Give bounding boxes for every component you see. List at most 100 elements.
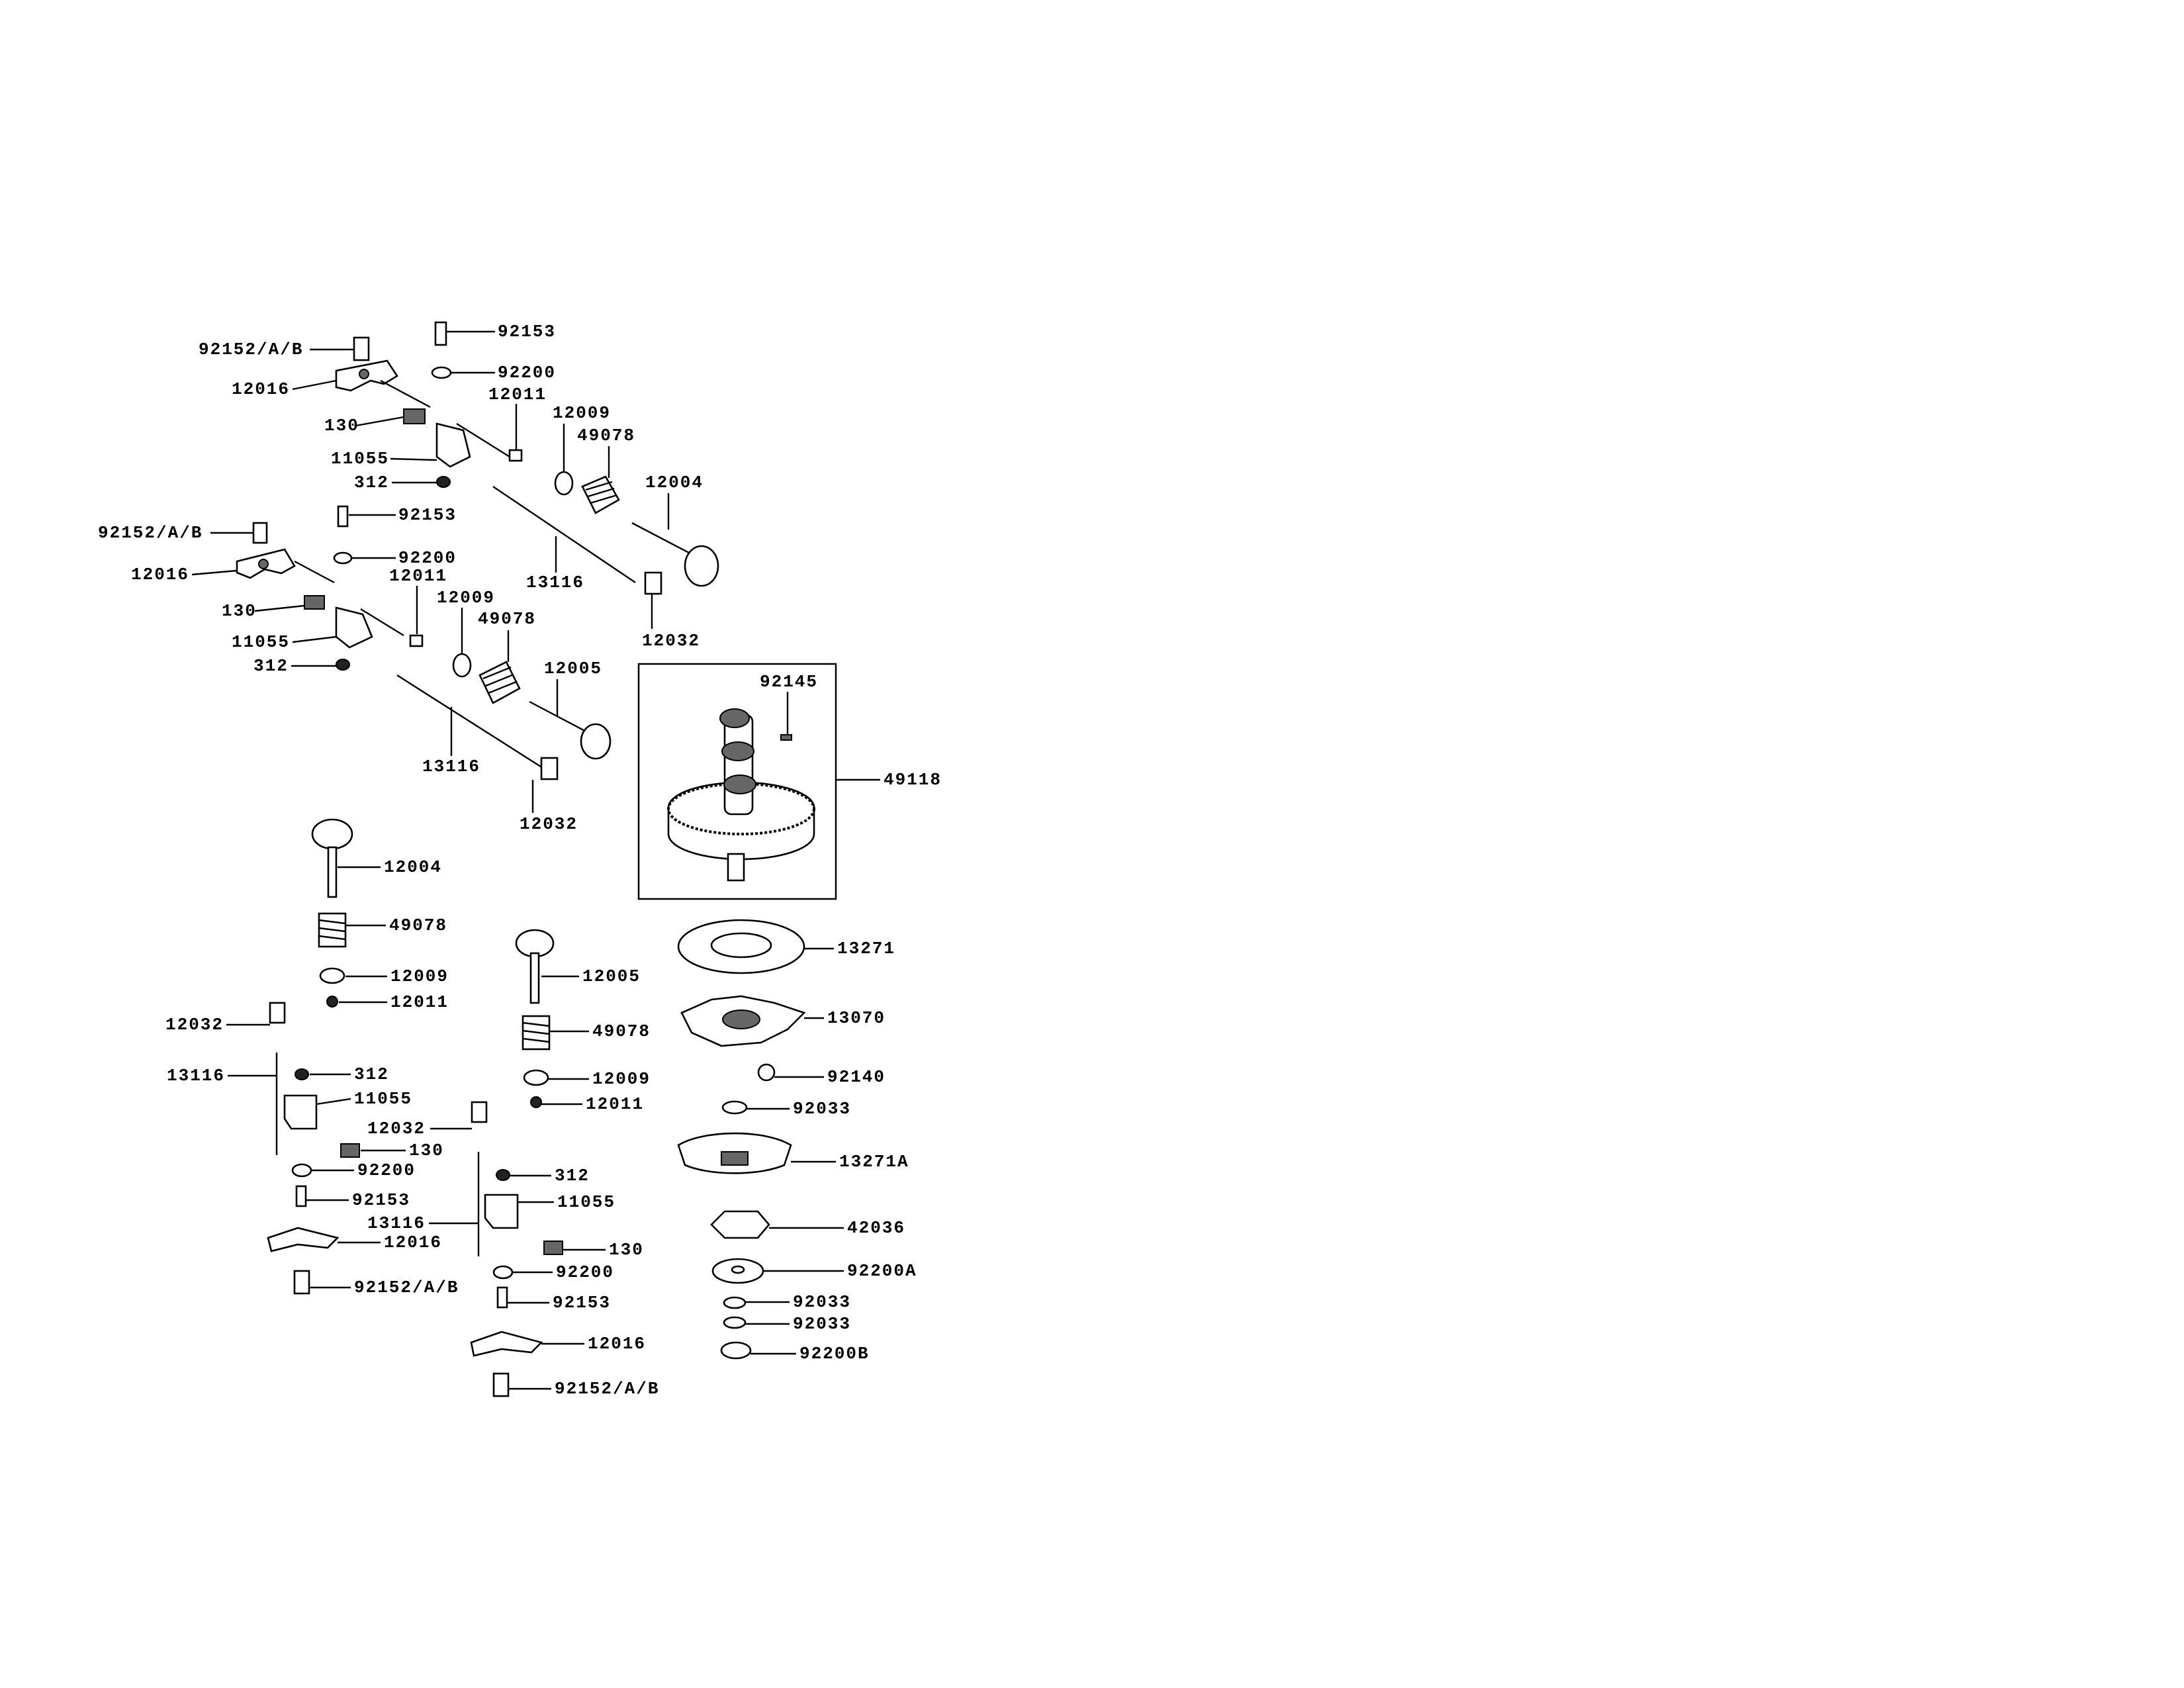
callout-12032: 12032 <box>642 594 699 651</box>
callout-11055: 11055 <box>232 632 337 652</box>
bolt-130-low <box>340 1143 360 1158</box>
spring-coils <box>318 919 346 941</box>
washer-92200-upper <box>431 366 452 379</box>
guide-11055-low <box>283 1094 318 1130</box>
part-number-label: 12032 <box>367 1119 426 1139</box>
callout-11055: 11055 <box>518 1192 614 1212</box>
part-number-label: 12032 <box>165 1015 224 1035</box>
leader-line <box>292 379 337 391</box>
guide-11055-mid <box>335 606 373 649</box>
camshaft-box <box>637 663 837 900</box>
leader-line <box>191 569 238 576</box>
pivot-nut-92152-low2 <box>492 1372 510 1397</box>
part-number-label: 12004 <box>645 473 704 492</box>
callout-130: 130 <box>563 1240 643 1260</box>
nut-312-low <box>295 1068 309 1080</box>
cap-12011-mid <box>409 634 424 647</box>
callout-12011: 12011 <box>488 385 547 450</box>
part-number-label: 12004 <box>384 857 442 877</box>
part-number-label: 13116 <box>526 573 584 592</box>
cap-12011-low2 <box>530 1096 542 1108</box>
part-number-label: 11055 <box>331 449 389 469</box>
callout-12005: 12005 <box>541 966 639 986</box>
callout-312: 312 <box>253 656 336 676</box>
gear-teeth <box>667 782 815 835</box>
leader-line <box>355 416 404 427</box>
part-number-label: 92153 <box>553 1293 611 1313</box>
part-number-label: 12009 <box>390 966 449 986</box>
governor-stack <box>677 919 806 1360</box>
washer-92200-mid <box>333 551 353 565</box>
part-number-label: 312 <box>555 1166 590 1186</box>
callout-13271a: 13271A <box>791 1152 909 1172</box>
retainer-12009-low <box>319 967 345 984</box>
callout-12016: 12016 <box>232 379 337 399</box>
callout-312: 312 <box>354 473 437 492</box>
callout-12032: 12032 <box>520 780 578 834</box>
part-number-label: 130 <box>409 1141 444 1160</box>
callout-92152-a-b: 92152/A/B <box>98 523 253 543</box>
callout-49078: 49078 <box>345 915 447 935</box>
part-number-label: 130 <box>324 416 359 436</box>
part-number-label: 312 <box>354 1064 389 1084</box>
callout-92153: 92153 <box>349 505 455 525</box>
callout-12011: 12011 <box>339 992 449 1012</box>
callout-12032: 12032 <box>367 1119 472 1139</box>
part-number-label: 12032 <box>520 814 578 834</box>
part-number-label: 13070 <box>827 1008 886 1028</box>
part-number-label: 12011 <box>389 566 447 586</box>
tappet-12032-low <box>269 1002 286 1024</box>
callout-312: 312 <box>510 1166 590 1186</box>
part-number-label: 12009 <box>437 588 495 608</box>
callout-13116: 13116 <box>167 1066 277 1086</box>
part-number-label: 92145 <box>760 672 818 692</box>
stud-92153-mid <box>337 505 349 528</box>
callout-12011: 12011 <box>389 566 447 634</box>
plate-center <box>710 932 772 959</box>
spring-coils <box>482 666 517 694</box>
part-number-label: 13271A <box>839 1152 909 1172</box>
part-number-label: 92140 <box>827 1067 886 1087</box>
holder-hub <box>722 1009 760 1029</box>
spring-49078-upper <box>581 475 620 514</box>
callout-12004: 12004 <box>338 857 442 877</box>
part-number-label: 12011 <box>586 1094 644 1114</box>
part-number-label: 13271 <box>837 939 895 959</box>
tappet-12032-upper <box>644 571 662 595</box>
washer-hole <box>731 1265 745 1274</box>
callout-49078: 49078 <box>549 1021 649 1041</box>
callout-49078: 49078 <box>577 426 634 478</box>
pivot-nut-92152-mid <box>252 522 268 544</box>
spring-92145 <box>780 734 792 741</box>
part-number-label: 12011 <box>390 992 449 1012</box>
callout-12016: 12016 <box>541 1334 645 1354</box>
rocker-pivot-hole <box>359 369 369 379</box>
leader-line <box>390 457 437 461</box>
part-number-label: 12011 <box>488 385 547 404</box>
callout-11055: 11055 <box>316 1089 412 1109</box>
callout-49118: 49118 <box>836 770 940 790</box>
part-number-label: 92152/A/B <box>199 340 303 359</box>
nut-312-low2 <box>496 1169 510 1181</box>
part-number-label: 92153 <box>498 322 556 342</box>
rocker-pivot-hole <box>258 559 269 569</box>
part-number-label: 11055 <box>354 1089 412 1109</box>
rocker-arm-12016-low2 <box>470 1331 543 1357</box>
part-number-label: 49078 <box>389 915 447 935</box>
callout-13116: 13116 <box>367 1213 478 1233</box>
part-number-label: 92033 <box>793 1292 851 1312</box>
callout-13271: 13271 <box>804 939 895 959</box>
callout-92152-a-b: 92152/A/B <box>199 340 354 359</box>
washer-92033-b <box>723 1296 747 1309</box>
nut-42036 <box>710 1210 770 1239</box>
callout-92200: 92200 <box>451 363 555 383</box>
part-number-label: 92152/A/B <box>354 1278 459 1297</box>
part-number-label: 42036 <box>847 1218 905 1238</box>
camshaft-body <box>723 714 754 816</box>
part-number-label: 12009 <box>553 403 611 423</box>
part-number-label: 92200 <box>398 548 457 568</box>
callout-92153: 92153 <box>447 322 556 342</box>
nut-312-upper <box>436 476 451 488</box>
callout-12011: 12011 <box>541 1094 644 1114</box>
rocker-link-line <box>380 379 431 408</box>
